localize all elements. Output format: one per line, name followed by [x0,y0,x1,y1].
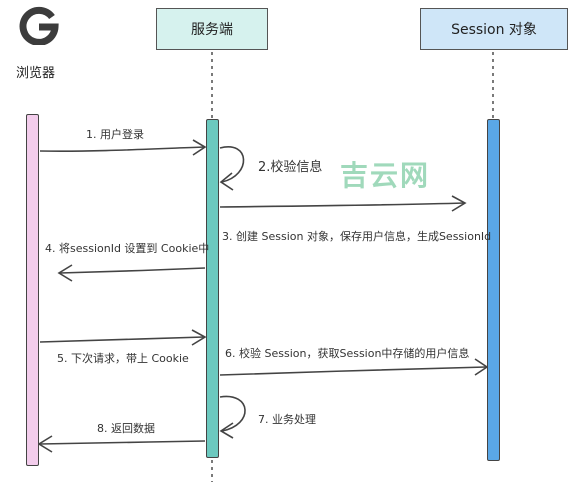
message-6-label: 6. 校验 Session，获取Session中存储的用户信息 [225,347,470,360]
server-activation-bar [206,119,219,458]
session-activation-bar [487,119,500,461]
session-label: Session 对象 [451,22,537,38]
message-8-label: 8. 返回数据 [97,422,155,435]
message-1-label: 1. 用户登录 [86,128,144,141]
message-5-label: 5. 下次请求，带上 Cookie [57,352,189,365]
arrow-validate-self [219,146,245,191]
message-4-label: 4. 将sessionId 设置到 Cookie中 [45,242,210,255]
browser-activation-bar [26,114,39,466]
arrow-login [39,139,207,156]
message-7-label: 7. 业务处理 [258,413,316,426]
message-3-label: 3. 创建 Session 对象，保存用户信息，生成SessionId [222,230,492,243]
arrow-return-data [37,435,206,453]
arrow-next-request [39,329,207,346]
session-participant-box: Session 对象 [420,8,568,50]
arrow-validate-session [219,358,489,376]
server-label: 服务端 [191,22,233,38]
arrow-set-cookie [57,264,206,282]
message-2-label: 2.校验信息 [258,160,323,175]
google-g-icon [19,6,59,45]
browser-label: 浏览器 [16,66,56,81]
arrow-create-session [219,195,467,212]
watermark: 吉云网 [340,159,431,192]
arrow-business-self [219,395,246,439]
server-participant-box: 服务端 [156,8,268,50]
